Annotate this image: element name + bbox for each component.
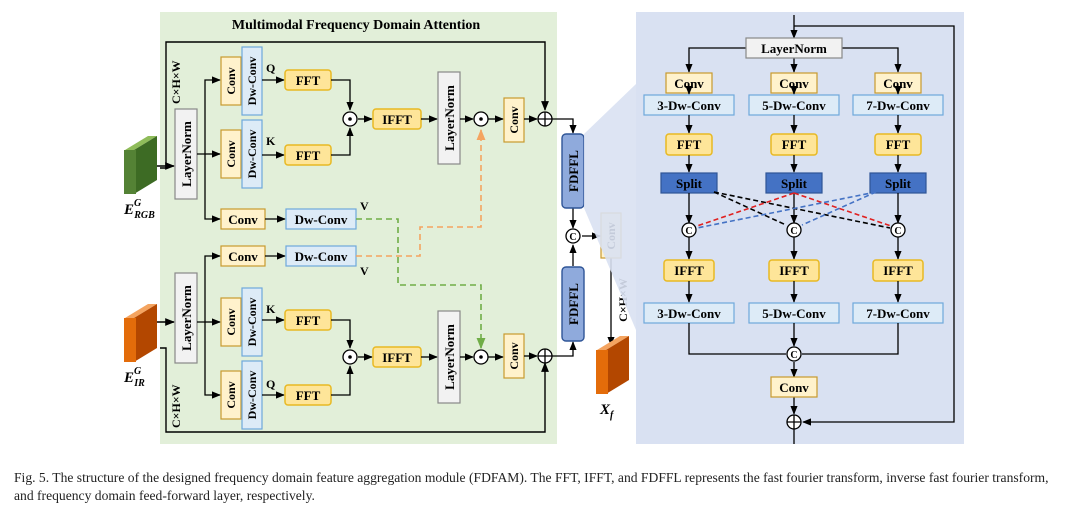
ir-k-conv-label: Conv [224, 308, 238, 335]
ir-input-block [124, 304, 157, 362]
rgb-v-dashed-line [356, 218, 486, 350]
rgb-fdffl-label: FDFFL [566, 150, 581, 192]
col-7-fft-label: FFT [886, 137, 911, 152]
col-3-dwconv-bottom-label: 3-Dw-Conv [657, 306, 721, 321]
col-7-ifft-label: IFFT [883, 263, 913, 278]
right-final-conv-label: Conv [779, 380, 809, 395]
rgb-q-conv-label: Conv [224, 67, 238, 94]
col-7-dwconv-bottom-label: 7-Dw-Conv [866, 306, 930, 321]
col-5-dwconv-top-label: 5-Dw-Conv [762, 98, 826, 113]
right-layernorm-label: LayerNorm [761, 41, 827, 56]
cross-line-red-1 [696, 192, 795, 227]
ir-v-letter: V [360, 264, 369, 278]
ir-v-dashed-line [356, 128, 486, 257]
col-7-concat-symbol: C [894, 226, 901, 237]
zoom-connector [584, 84, 636, 330]
ir-fdffl-box [561, 266, 585, 342]
rgb-k-conv-box [220, 129, 242, 179]
rgb-q-conv-box [220, 56, 242, 106]
col-5-fft-label: FFT [782, 137, 807, 152]
left-panel-title: Multimodal Frequency Domain Attention [232, 18, 480, 33]
ir-dim-label: C×H×W [169, 384, 183, 428]
cross-line-black-2 [713, 191, 891, 229]
ir-q-dwconv-label: Dw-Conv [245, 371, 259, 420]
col-5-concat-symbol: C [790, 226, 797, 237]
col-3-fft-label: FFT [677, 137, 702, 152]
col-3-conv-label: Conv [674, 76, 704, 91]
rgb-k-letter: K [266, 134, 276, 148]
rgb-out-conv-box [503, 97, 525, 143]
fdfam-diagram: Multimodal Frequency Domain Attention EG… [123, 12, 964, 444]
ir-fdffl-label: FDFFL [566, 283, 581, 325]
rgb-dim-label: C×H×W [169, 60, 183, 104]
left-panel-bg [160, 12, 557, 444]
right-concat-symbol: C [790, 350, 797, 361]
ir-k-conv-box [220, 297, 242, 347]
right-concat-op [786, 346, 802, 362]
rgb-q-letter: Q [266, 61, 275, 75]
rgb-v-letter: V [360, 199, 369, 213]
ir-layernorm-label: LayerNorm [179, 285, 194, 351]
col-3-concat-symbol: C [685, 226, 692, 237]
rgb-k-fft-label: FFT [296, 148, 321, 163]
col-3-split-label: Split [676, 176, 703, 191]
rgb-mid-layernorm-label: LayerNorm [442, 85, 457, 151]
output-block [596, 336, 629, 394]
rgb-k-dwconv-box [241, 119, 263, 189]
output-label: Xf [599, 402, 615, 421]
col-5-dwconv-bottom-label: 5-Dw-Conv [762, 306, 826, 321]
rgb-ifft-label: IFFT [382, 112, 412, 127]
col-5-conv-label: Conv [779, 76, 809, 91]
col-5-split-label: Split [781, 176, 808, 191]
rgb-layernorm-label: LayerNorm [179, 121, 194, 187]
ir-dot-op-center [348, 355, 352, 359]
ir-out-conv-label: Conv [507, 342, 521, 369]
concat-op [565, 228, 581, 244]
ir-k-dwconv-label: Dw-Conv [245, 298, 259, 347]
rgb-out-conv-label: Conv [507, 106, 521, 133]
ir-q-letter: Q [266, 377, 275, 391]
rgb-mid-layernorm-box [437, 71, 461, 165]
col-3-ifft-label: IFFT [674, 263, 704, 278]
ir-q-conv-label: Conv [224, 381, 238, 408]
cross-line-red-2 [793, 192, 892, 227]
ir-ifft-label: IFFT [382, 350, 412, 365]
col-3-dwconv-top-label: 3-Dw-Conv [657, 98, 721, 113]
rgb-v-dwconv-label: Dw-Conv [295, 212, 348, 227]
rgb-v-conv-label: Conv [228, 212, 258, 227]
rgb-k-dwconv-label: Dw-Conv [245, 130, 259, 179]
rgb-dot-op-2-center [479, 117, 483, 121]
rgb-dot-op-center [348, 117, 352, 121]
rgb-k-conv-label: Conv [224, 140, 238, 167]
right-final-conv-box [770, 376, 818, 398]
ir-q-conv-box [220, 370, 242, 420]
ir-k-letter: K [266, 302, 276, 316]
ir-mid-layernorm-label: LayerNorm [442, 324, 457, 390]
ir-k-fft-label: FFT [296, 313, 321, 328]
ir-v-dwconv-label: Dw-Conv [295, 249, 348, 264]
cross-line-blue-1 [696, 191, 877, 229]
col-5-ifft-label: IFFT [779, 263, 809, 278]
col-7-conv-label: Conv [883, 76, 913, 91]
cross-line-blue-2 [801, 191, 877, 226]
col-7-dwconv-top-label: 7-Dw-Conv [866, 98, 930, 113]
rgb-q-dwconv-box [241, 46, 263, 116]
right-layernorm-box [745, 37, 843, 59]
rgb-q-fft-label: FFT [296, 73, 321, 88]
rgb-input-block [124, 136, 157, 194]
ir-q-fft-label: FFT [296, 388, 321, 403]
ir-dot-op-2-center [479, 355, 483, 359]
figure-caption: Fig. 5. The structure of the designed fr… [14, 470, 1049, 503]
concat-op-symbol: C [569, 232, 576, 243]
ir-layernorm-box [174, 272, 198, 364]
ir-k-dwconv-box [241, 287, 263, 357]
ir-v-conv-label: Conv [228, 249, 258, 264]
cross-line-black-1 [713, 191, 787, 226]
rgb-q-dwconv-label: Dw-Conv [245, 57, 259, 106]
col-7-split-label: Split [885, 176, 912, 191]
